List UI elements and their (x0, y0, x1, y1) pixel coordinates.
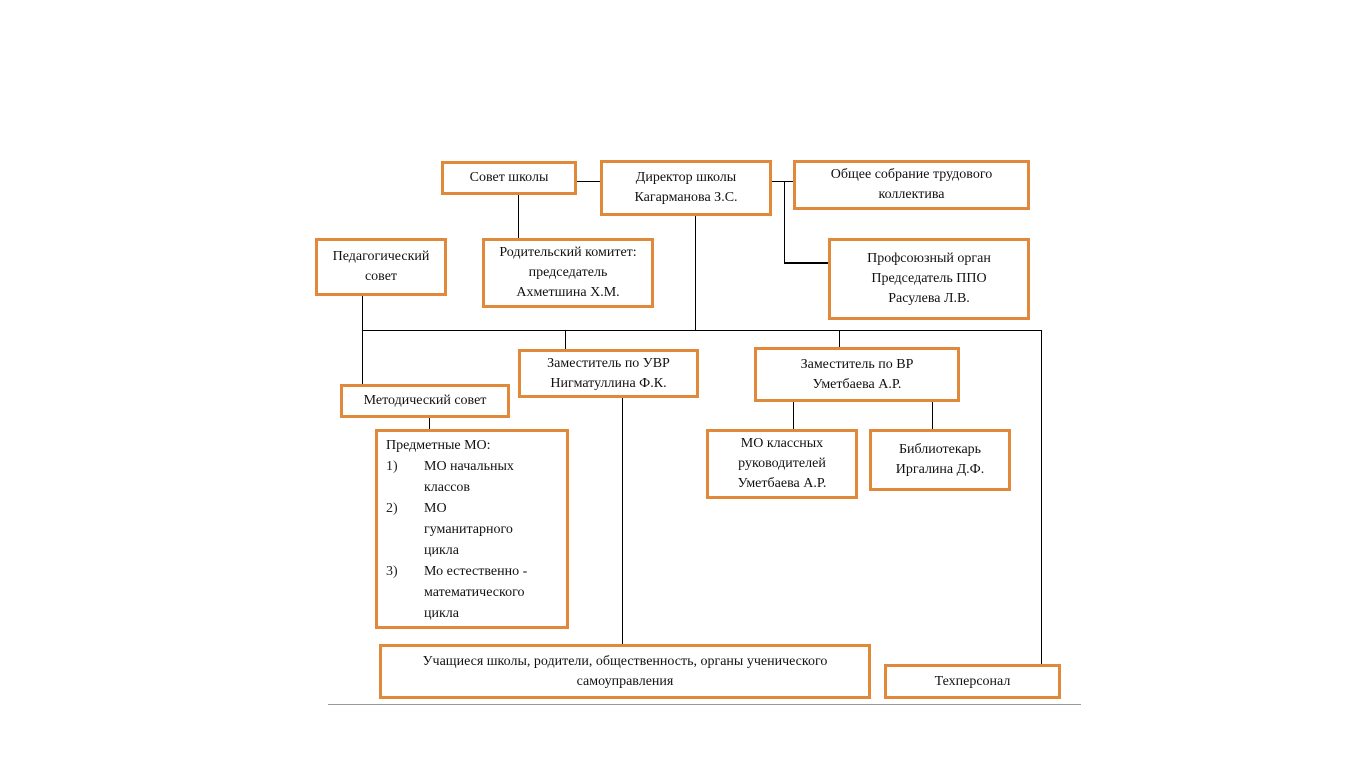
deputy-vr-box: Заместитель по ВР Уметбаева А.Р. (754, 347, 960, 402)
connector-director-meeting (772, 181, 793, 182)
students-box: Учащиеся школы, родители, общественность… (379, 644, 871, 699)
connector-method-mo (429, 417, 430, 429)
librarian-name: Иргалина Д.Ф. (895, 462, 985, 477)
connector-tech-vertical (1041, 330, 1042, 665)
subject-mo-item-line: цикла (424, 606, 459, 621)
connector-vr-moclass (793, 400, 794, 430)
connector-director-down (695, 216, 696, 331)
subject-mo-title: Предметные МО: (386, 438, 491, 453)
subject-mo-item-line: классов (424, 480, 471, 495)
students-line1: Учащиеся школы, родители, общественность… (422, 653, 828, 669)
deputy-uvr-title: Заместитель по УВР (547, 355, 670, 371)
deputy-vr-name: Уметбаева А.Р. (812, 376, 902, 392)
school-council-label: Совет школы (469, 170, 549, 185)
tech-staff-box: Техперсонал (884, 664, 1061, 699)
general-meeting-box: Общее собрание трудового коллектива (793, 160, 1030, 210)
connector-union-horizontal (784, 262, 829, 264)
students-line2: самоуправления (576, 673, 674, 689)
connector-vr-up (839, 330, 840, 347)
union-line2: Председатель ППО (871, 271, 987, 286)
librarian-title: Библиотекарь (898, 442, 982, 457)
director-name: Кагарманова З.С. (634, 190, 738, 205)
connector-main-horizontal (362, 330, 1042, 331)
deputy-uvr-box: Заместитель по УВР Нигматуллина Ф.К. (518, 349, 699, 398)
subject-mo-item-line: МО начальных (424, 459, 514, 474)
connector-uvr-up (565, 330, 566, 349)
subject-mo-item: 3) Мо естественно - математического цикл… (386, 561, 528, 624)
subject-mo-item-number: 2) (386, 501, 398, 516)
ped-council-line2: совет (364, 269, 398, 284)
union-name: Расулева Л.В. (888, 291, 970, 306)
subject-mo-list: 1) МО начальных классов 2) МО гуманитарн… (386, 456, 527, 624)
connector-uvr-students (622, 398, 623, 644)
parents-committee-line1: Родительский комитет: (499, 245, 637, 260)
mo-class-box: МО классных руководителей Уметбаева А.Р. (706, 429, 858, 499)
ped-council-box: Педагогический совет (315, 238, 447, 296)
subject-mo-item-number: 3) (386, 564, 398, 579)
connector-union-vertical (784, 181, 785, 263)
subject-mo-item-line: цикла (424, 543, 459, 558)
subject-mo-item: 1) МО начальных классов (386, 456, 527, 498)
deputy-uvr-name: Нигматуллина Ф.К. (550, 375, 667, 391)
parents-committee-box: Родительский комитет: председатель Ахмет… (482, 238, 654, 308)
connector-ped-down (362, 296, 363, 384)
director-title: Директор школы (635, 170, 737, 185)
method-council-box: Методический совет (340, 384, 510, 418)
subject-mo-item-line: МО (424, 501, 447, 516)
librarian-box: Библиотекарь Иргалина Д.Ф. (869, 429, 1011, 491)
school-council-box: Совет школы (441, 161, 577, 195)
tech-staff-label: Техперсонал (934, 673, 1011, 689)
ped-council-line1: Педагогический (332, 249, 430, 264)
union-box: Профсоюзный орган Председатель ППО Расул… (828, 238, 1030, 320)
method-council-label: Методический совет (363, 393, 487, 408)
mo-class-line2: руководителей (738, 456, 826, 471)
mo-class-line1: МО классных (740, 436, 824, 451)
connector-vr-librarian (932, 400, 933, 430)
connector-council-director (577, 181, 600, 182)
director-box: Директор школы Кагарманова З.С. (600, 160, 772, 216)
general-meeting-line1: Общее собрание трудового (830, 167, 993, 182)
union-line1: Профсоюзный орган (867, 251, 991, 266)
parents-committee-line2: председатель (528, 265, 608, 280)
connector-council-parents (518, 195, 519, 238)
subject-mo-item-number: 1) (386, 459, 398, 474)
deputy-vr-title: Заместитель по ВР (800, 356, 914, 372)
page-bottom-rule (328, 704, 1081, 705)
mo-class-name: Уметбаева А.Р. (737, 476, 827, 491)
general-meeting-line2: коллектива (878, 187, 945, 202)
subject-mo-item-line: математического (424, 585, 525, 600)
subject-mo-item: 2) МО гуманитарного цикла (386, 498, 527, 561)
subject-mo-item-line: Мо естественно - (424, 564, 528, 579)
subject-mo-box: Предметные МО: 1) МО начальных классов 2… (375, 429, 569, 629)
parents-committee-name: Ахметшина Х.М. (516, 285, 620, 300)
subject-mo-item-line: гуманитарного (424, 522, 513, 537)
